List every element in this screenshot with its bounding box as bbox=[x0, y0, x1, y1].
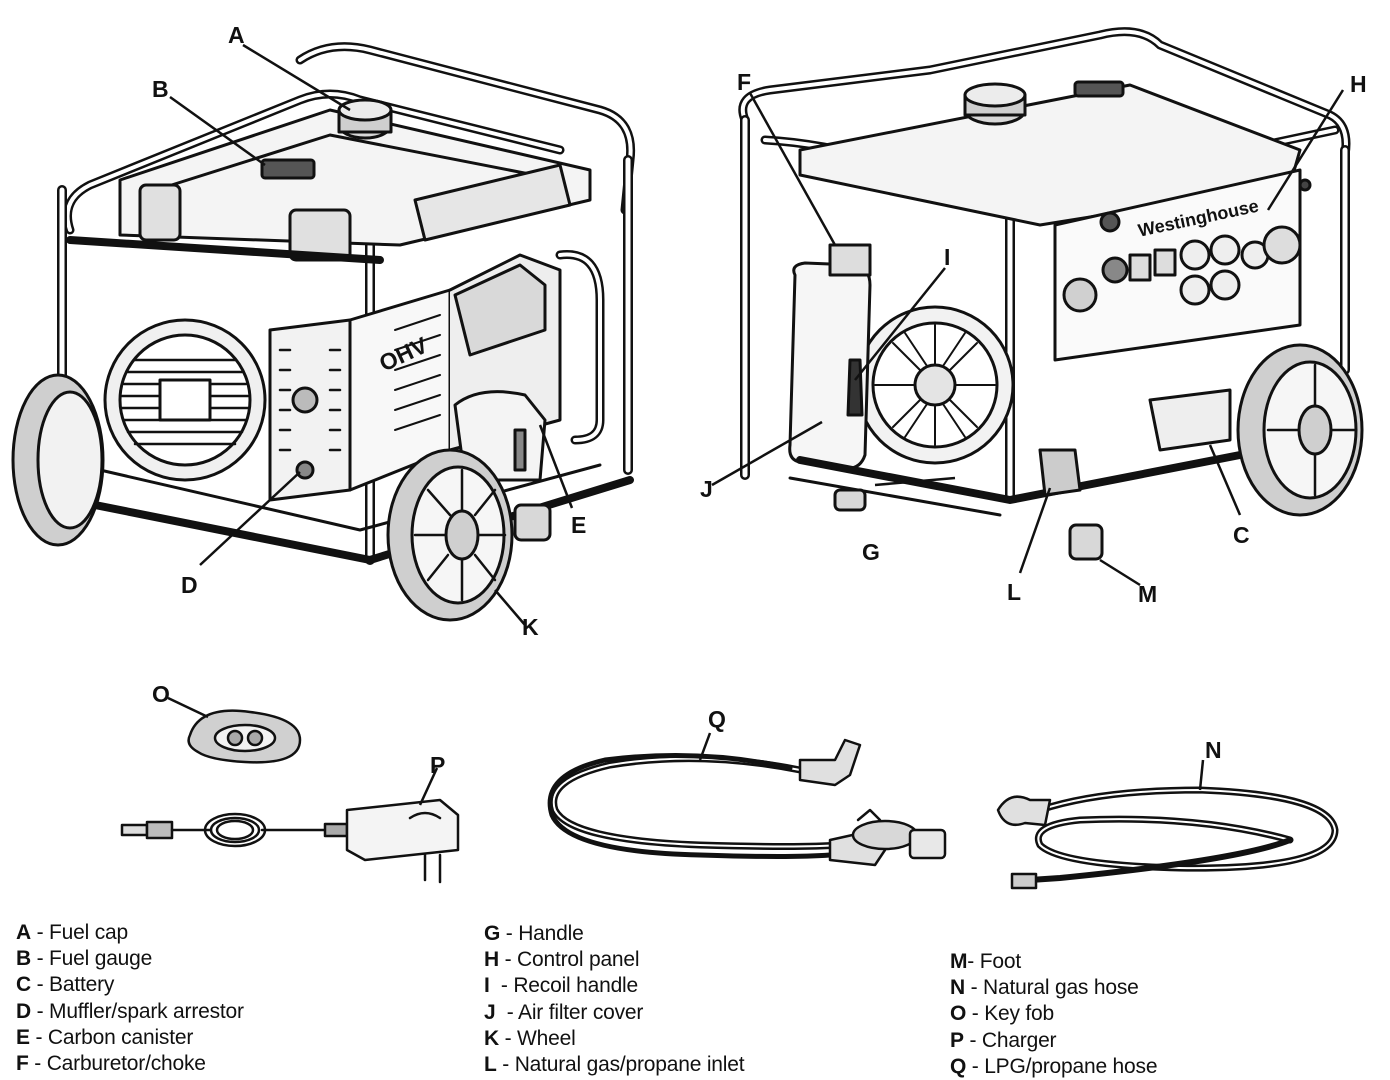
callout-o: O bbox=[152, 681, 170, 707]
callout-b: B bbox=[152, 76, 169, 102]
legend-column-2: G - Handle H - Control panel I - Recoil … bbox=[484, 921, 745, 1078]
legend-item-g: G - Handle bbox=[484, 922, 584, 945]
legend-item-m: M- Foot bbox=[950, 950, 1021, 973]
legend-item-b: B - Fuel gauge bbox=[16, 947, 153, 971]
charger-image bbox=[120, 798, 460, 884]
legend-item-d: D - Muffler/spark arrestor bbox=[16, 999, 244, 1023]
leader-lines bbox=[167, 43, 1345, 806]
callout-p: P bbox=[430, 752, 445, 778]
callout-k: K bbox=[522, 614, 539, 640]
legend-item-p: P - Charger bbox=[950, 1028, 1057, 1052]
legend-column-3: M- Foot N - Natural gas hose O - Key fob… bbox=[950, 949, 1158, 1080]
callout-a: A bbox=[228, 22, 245, 48]
natural-gas-hose-image bbox=[996, 786, 1339, 890]
lpg-hose-image bbox=[547, 738, 947, 867]
key-fob-image bbox=[187, 709, 302, 764]
callout-labels: A B C D E F G H I J K L M N O P Q bbox=[152, 22, 1367, 778]
legend-item-e: E - Carbon canister bbox=[16, 1025, 194, 1049]
callout-c: C bbox=[1233, 522, 1250, 548]
legend-item-h: H - Control panel bbox=[484, 948, 640, 972]
callout-m: M bbox=[1138, 581, 1157, 607]
callout-q: Q bbox=[708, 706, 726, 732]
callout-g: G bbox=[862, 539, 880, 565]
legend-item-q: Q - LPG/propane hose bbox=[950, 1054, 1158, 1078]
callout-i: I bbox=[944, 244, 950, 270]
callout-h: H bbox=[1350, 71, 1367, 97]
legend-item-f: F - Carburetor/choke bbox=[16, 1052, 206, 1076]
legend-column-1: A - Fuel cap B - Fuel gauge C - Battery … bbox=[16, 920, 244, 1077]
callout-j: J bbox=[700, 476, 713, 502]
legend-item-k: K - Wheel bbox=[484, 1026, 576, 1050]
callout-f: F bbox=[737, 69, 751, 95]
legend-item-i: I - Recoil handle bbox=[484, 974, 638, 998]
generator-rear-view bbox=[738, 27, 1364, 561]
callout-d: D bbox=[181, 572, 198, 598]
legend-item-n: N - Natural gas hose bbox=[950, 976, 1139, 1000]
callout-l: L bbox=[1007, 579, 1021, 605]
generator-front-view bbox=[11, 42, 636, 622]
legend-item-o: O - Key fob bbox=[950, 1002, 1055, 1026]
legend-item-c: C - Battery bbox=[16, 973, 115, 997]
callout-e: E bbox=[571, 512, 586, 538]
callout-n: N bbox=[1205, 737, 1222, 763]
legend-item-l: L - Natural gas/propane inlet bbox=[484, 1053, 745, 1077]
legend-item-a: A - Fuel cap bbox=[16, 921, 128, 944]
legend-item-j: J - Air filter cover bbox=[484, 1000, 644, 1024]
